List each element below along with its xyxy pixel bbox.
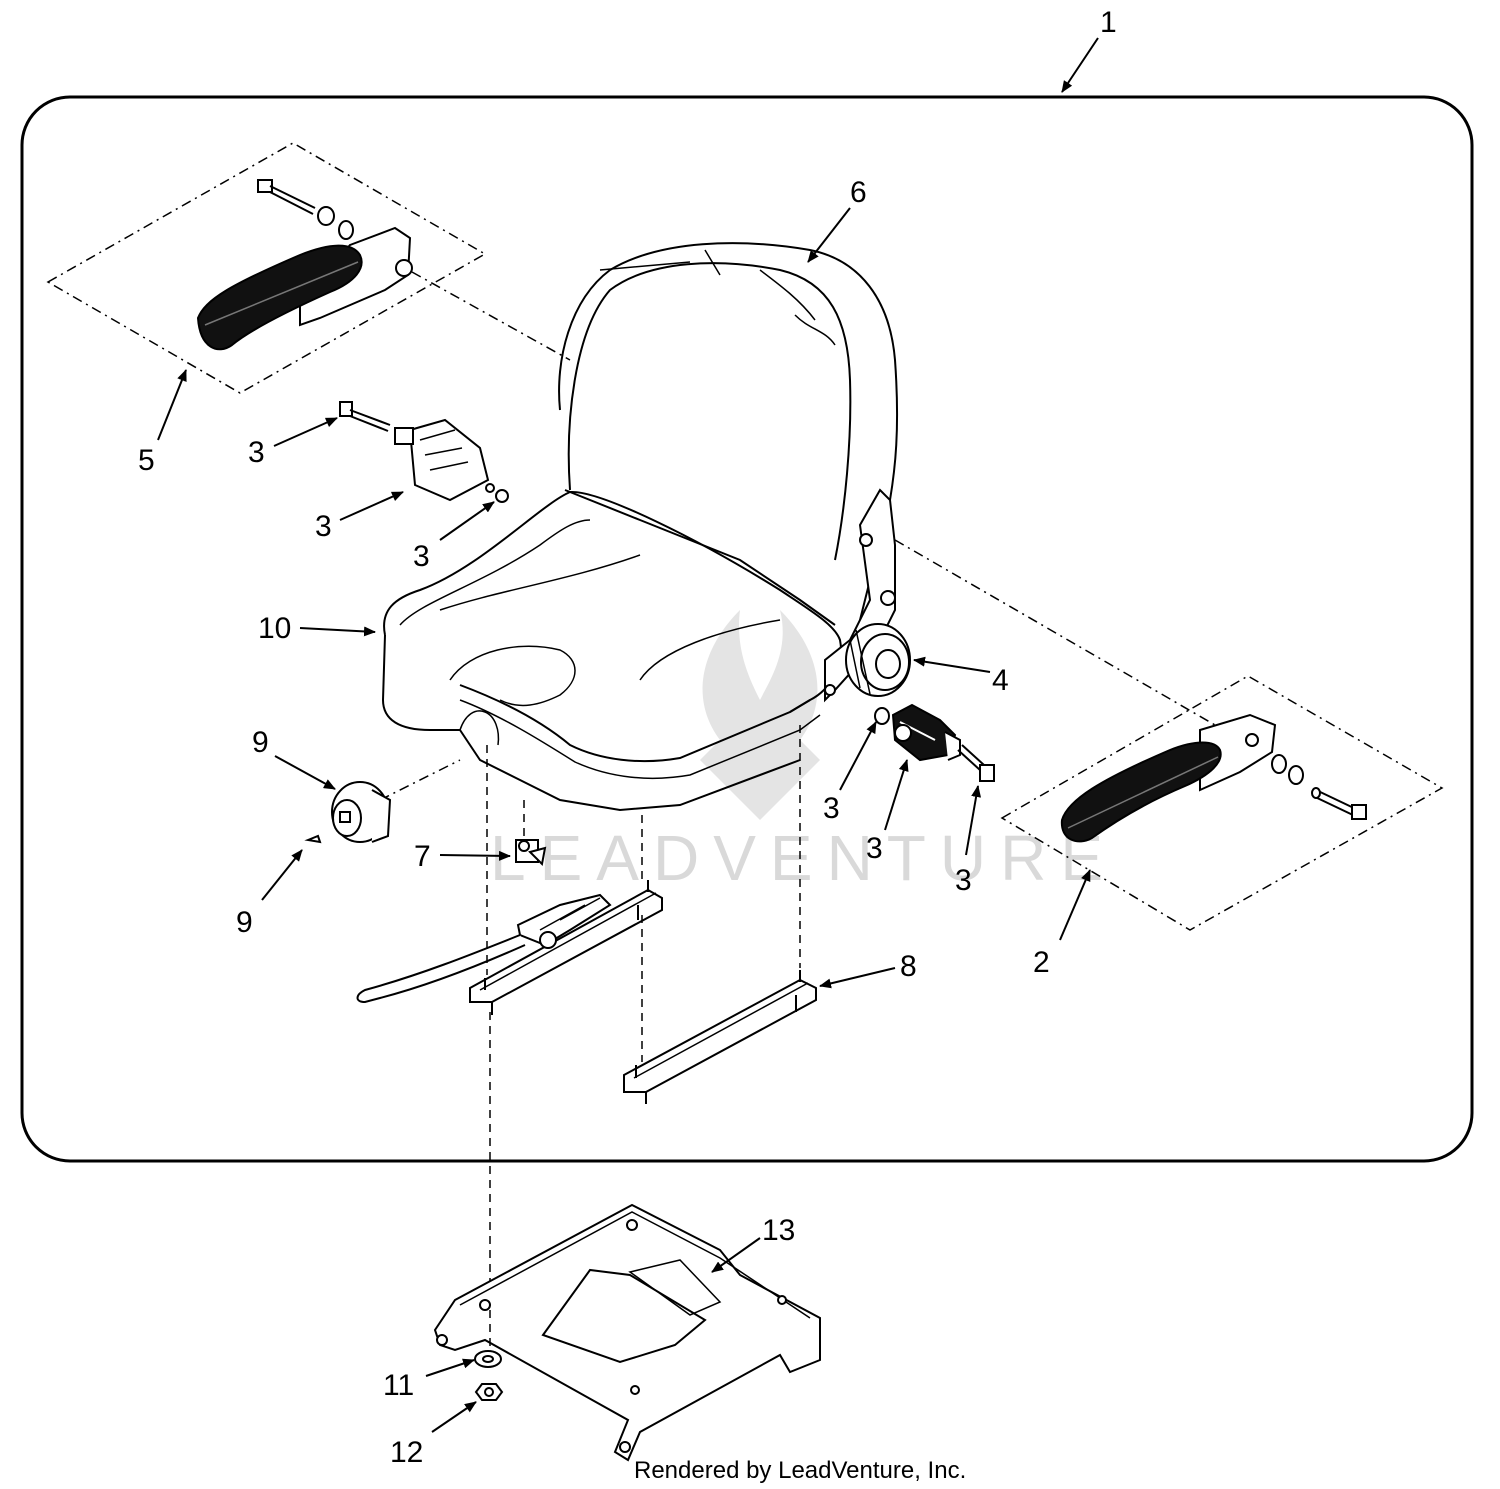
callout-3: 3: [866, 832, 883, 865]
credit-text: Rendered by LeadVenture, Inc.: [634, 1457, 966, 1484]
callout-2: 2: [1033, 946, 1050, 979]
callout-3: 3: [315, 510, 332, 543]
callout-8: 8: [900, 950, 917, 983]
seat-switch-small: [515, 800, 547, 867]
watermark: LEADVENTURE: [490, 610, 1117, 894]
callout-11: 11: [383, 1369, 414, 1402]
leader-arrows: [157, 37, 1099, 1433]
callout-3: 3: [248, 436, 265, 469]
kit-boundary: [20, 95, 1474, 1163]
hand-knob: [304, 759, 461, 844]
callout-10: 10: [258, 612, 291, 645]
callout-12: 12: [390, 1436, 423, 1469]
seat-assembly: [381, 242, 899, 812]
callout-7: 7: [414, 840, 431, 873]
left-armrest: [46, 142, 487, 394]
watermark-text: LEADVENTURE: [490, 822, 1117, 894]
callout-3: 3: [413, 540, 430, 573]
seat-switch-right: [874, 703, 995, 782]
callout-9: 9: [252, 726, 269, 759]
callout-9: 9: [236, 906, 253, 939]
seat-switch-left: [339, 401, 509, 503]
callout-3: 3: [823, 792, 840, 825]
slide-rails: [356, 880, 817, 1104]
callout-13: 13: [762, 1214, 795, 1247]
right-armrest: [1000, 675, 1444, 931]
washer: [474, 1350, 502, 1368]
callout-3: 3: [955, 864, 972, 897]
adjust-knob: [845, 623, 911, 697]
callout-6: 6: [850, 176, 867, 209]
callouts: 1 6 5 3 3 3 10 4 9 9 7 3 3 3 2 8 13 11 1…: [138, 6, 1117, 1469]
callout-1: 1: [1100, 6, 1117, 39]
callout-5: 5: [138, 444, 155, 477]
callout-4: 4: [992, 664, 1009, 697]
lock-nut: [474, 1383, 504, 1401]
